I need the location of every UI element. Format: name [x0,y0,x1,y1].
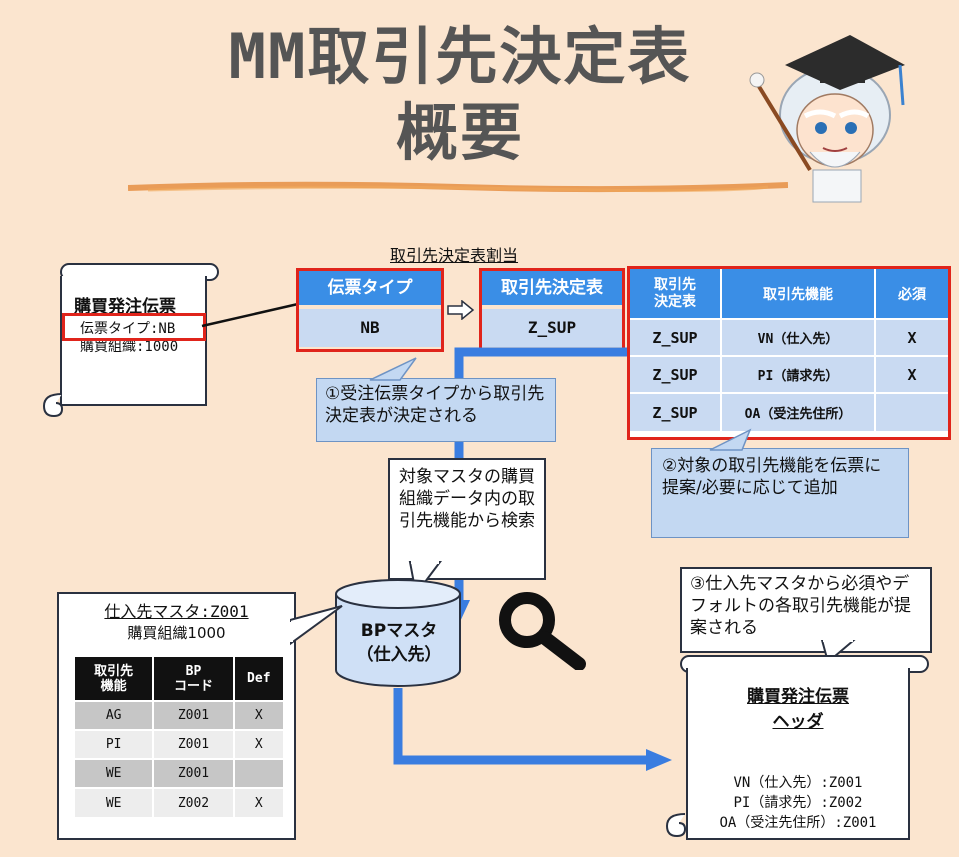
professor-mascot-icon [749,35,905,203]
bp-master-cylinder-icon [335,579,461,687]
pf-row2-required: X [874,356,948,393]
left-doc-title: 購買発注伝票 [74,297,176,317]
header-doc-line2: PI（請求先）:Z002 [733,795,863,811]
vendor-row4-def: X [232,788,283,817]
doctype-box: 伝票タイプ NB [296,268,444,352]
pf-row1-proc: Z_SUP [630,319,721,356]
pf-row2-function: PI（請求先） [720,356,875,393]
procedure-box: 取引先決定表 Z_SUP [479,268,625,352]
bp-master-sublabel: （仕入先） [356,645,442,665]
pf-header-function: 取引先機能 [720,269,875,319]
procedure-value: Z_SUP [482,309,622,347]
pf-row1-required: X [874,319,948,356]
vendor-subtitle: 購買組織1000 [127,624,226,642]
connector-line [201,302,299,328]
vendor-header-bpcode: BP コード [152,657,234,701]
pf-row3-required [874,393,948,431]
vendor-row1-function: AG [105,708,122,723]
callout-step3: ③仕入先マスタから必須やデフォルトの各取引先機能が提案される [680,567,932,653]
magnifier-icon [499,592,586,670]
doctype-value: NB [299,309,441,347]
vendor-master-box: 仕入先マスタ:Z001 購買組織1000 取引先 機能 BP コード Def A… [57,592,296,840]
scroll-curl-icon [42,393,64,418]
left-doc-field-doctype: 伝票タイプ:NB [80,321,176,337]
doctype-highlight [62,313,206,341]
page-title-line1: MM取引先決定表 [228,20,692,93]
vendor-row2-function: PI [105,737,122,752]
vendor-row2-bpcode: Z001 [152,730,234,759]
header-doc-title1: 購買発注伝票 [747,687,849,707]
vendor-row1-bpcode: Z001 [152,701,234,730]
page-title-line2: 概要 [395,96,524,169]
callout-step1-tail [369,357,417,381]
header-doc-line1: VN（仕入先）:Z001 [733,775,863,791]
search-callout: 対象マスタの購買組織データ内の取引先機能から検索 [388,458,546,580]
vendor-row3-function: WE [105,766,122,781]
pf-header-required: 必須 [874,269,948,319]
vendor-row3-bpcode: Z001 [152,759,234,788]
arrow-right-icon [447,300,475,320]
vendor-row4-function: WE [105,795,122,811]
pf-row2-proc: Z_SUP [630,356,721,393]
left-document: 購買発注伝票 伝票タイプ:NB 購買組織:1000 [60,276,207,406]
vendor-row1-def: X [232,701,283,730]
header-doc-title2: ヘッダ [772,712,824,732]
left-doc-field-purchorg: 購買組織:1000 [80,339,179,355]
vendor-row2-def: X [232,730,283,759]
pf-row3-proc: Z_SUP [630,393,721,431]
header-doc-line3: OA（受注先住所）:Z001 [719,815,877,831]
header-document: 購買発注伝票 ヘッダ VN（仕入先）:Z001 PI（請求先）:Z002 OA（… [686,668,910,840]
header-scroll-curl-icon [665,813,687,838]
callout-step1: ①受注伝票タイプから取引先決定表が決定される [316,378,556,442]
vendor-row3-def [232,759,283,788]
vendor-header-def: Def [232,657,283,701]
pf-row1-function: VN（仕入先） [720,319,875,356]
vendor-row4-bpcode: Z002 [152,788,234,817]
doctype-header: 伝票タイプ [299,271,441,305]
pf-header-proc: 取引先 決定表 [630,269,721,319]
assignment-caption: 取引先決定表割当 [390,246,519,265]
callout-step2-tail [709,428,752,451]
partner-function-table: 取引先 決定表 取引先機能 必須 Z_SUP VN（仕入先） X Z_SUP P… [627,266,951,440]
vendor-title: 仕入先マスタ:Z001 [104,602,249,621]
bp-master-label: BPマスタ [360,621,438,641]
vendor-header-function: 取引先 機能 [94,663,134,694]
callout-step2: ②対象の取引先機能を伝票に提案/必要に応じて追加 [651,448,909,538]
brush-underline [128,181,788,193]
pf-row3-function: OA（受注先住所） [720,393,875,431]
vendor-callout-tail [290,605,343,646]
procedure-header: 取引先決定表 [482,271,622,305]
